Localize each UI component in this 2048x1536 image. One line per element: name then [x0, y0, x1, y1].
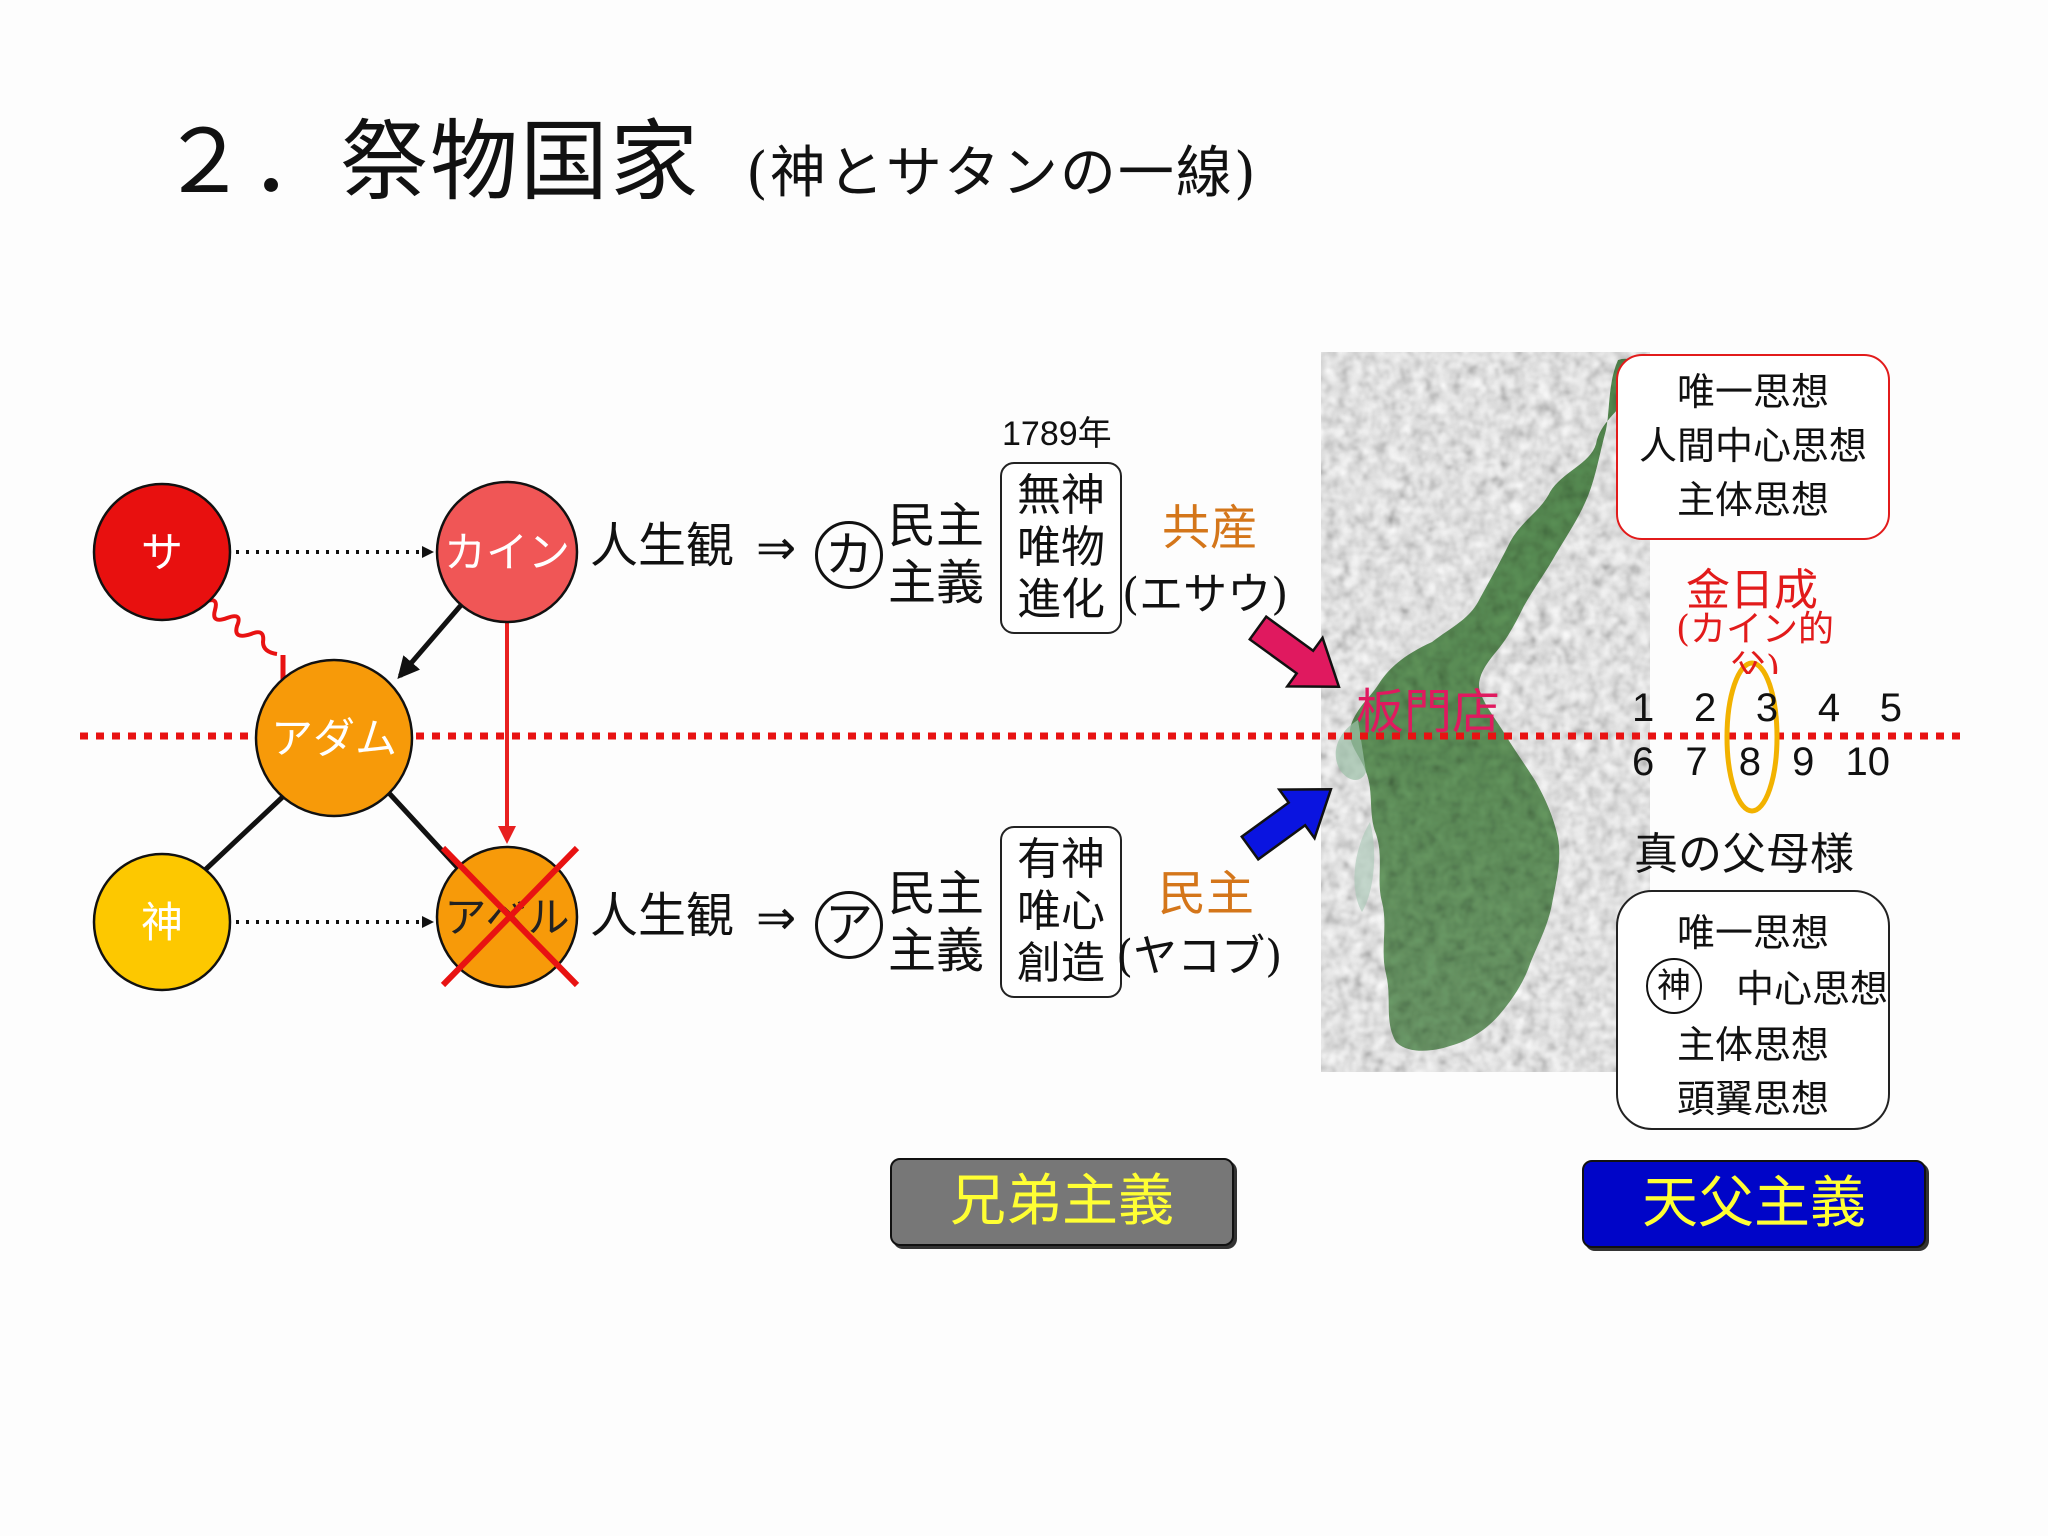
magenta-arrow: [1248, 614, 1341, 689]
true-parents-label: 真の父母様: [1634, 829, 1854, 880]
true-parents-ideology-box: 唯一思想 神 中心思想 主体思想 頭翼思想: [1616, 890, 1890, 1130]
esau-label: (エサウ): [1122, 569, 1289, 620]
bottom-box-line3: 創造: [1017, 937, 1105, 989]
bottom-life-view: 人生観: [590, 888, 735, 944]
top-democracy-line1: 民主: [888, 498, 985, 554]
bottom-box-idea-1: 唯一思想: [1676, 911, 1829, 955]
top-implies-arrow: ⇒: [756, 520, 797, 576]
bottom-democracy: 民主 主義: [888, 866, 984, 979]
bottom-box-idea-3: 主体思想: [1676, 1023, 1829, 1067]
bottom-box-line2: 唯心: [1017, 885, 1105, 937]
number-4: 4: [1817, 686, 1841, 730]
jacob-label: (ヤコブ): [1116, 931, 1283, 982]
top-life-view: 人生観: [590, 518, 735, 574]
bottom-box-line1: 有神: [1017, 834, 1105, 885]
bottom-box-idea-4: 頭翼思想: [1676, 1077, 1829, 1121]
bottom-democracy-line2: 主義: [888, 922, 985, 979]
kim-sub-line2: 父): [1729, 649, 1781, 674]
bottom-implies-arrow: ⇒: [756, 890, 797, 946]
node-satan-label: サ: [141, 528, 183, 577]
juche-top-box: 唯一思想 人間中心思想 主体思想: [1616, 354, 1890, 540]
top-democracy-line2: 主義: [888, 554, 985, 611]
kim-il-sung-label: 金日成: [1686, 565, 1818, 616]
number-highlight-ellipse: [1724, 660, 1780, 814]
bottom-box-idea-2: 中心思想: [1736, 967, 1889, 1011]
communism-label: 共産: [1161, 500, 1258, 556]
title-main: ２．祭物国家: [160, 110, 701, 213]
number-10: 10: [1845, 740, 1891, 784]
year-label: 1789年: [1002, 415, 1112, 453]
god-circle-mark: 神: [1646, 958, 1702, 1014]
bottom-ideology-box: 有神 唯心 創造: [1000, 826, 1122, 998]
top-circle-ka: カ: [815, 521, 883, 589]
title-sub: (神とサタンの一線): [746, 141, 1258, 206]
node-adam-label: アダム: [271, 714, 397, 763]
node-abel: アベル: [435, 845, 580, 989]
numbers-row-2: 6 7 8 9 10: [1632, 740, 1890, 785]
number-6: 6: [1632, 740, 1655, 784]
panmunjom-label: 板門店: [1356, 684, 1501, 740]
numbers-row-1: 1 2 3 4 5: [1632, 686, 1902, 731]
node-cain: カイン: [435, 480, 579, 624]
heavenly-father-button: 天父主義: [1582, 1160, 1926, 1248]
blue-arrow: [1240, 787, 1333, 862]
page-title: ２．祭物国家(神とサタンの一線): [160, 118, 1258, 206]
top-box-line3: 進化: [1017, 573, 1105, 625]
node-god-label: 神: [141, 898, 183, 947]
brotherhood-button: 兄弟主義: [890, 1158, 1234, 1246]
node-god: 神: [92, 852, 232, 992]
number-3: 3: [1755, 686, 1779, 730]
top-box-idea-2: 人間中心思想: [1638, 423, 1867, 468]
democracy-label: 民主: [1157, 866, 1254, 922]
top-box-line1: 無神: [1017, 470, 1105, 521]
kim-sub-line1: (カイン的: [1675, 609, 1835, 650]
satan-adam-wavy-arrow: [204, 598, 278, 656]
adam-god-line: [203, 788, 292, 872]
cain-adam-arrow: [397, 602, 464, 680]
number-5: 5: [1879, 686, 1902, 730]
kim-sub-label: (カイン的 父): [1640, 610, 1870, 674]
number-2: 2: [1693, 686, 1717, 730]
top-democracy: 民主 主義: [888, 498, 984, 611]
bottom-democracy-line1: 民主: [888, 866, 985, 922]
node-satan: サ: [92, 482, 232, 622]
number-7: 7: [1685, 740, 1708, 784]
top-ideology-box: 無神 唯物 進化: [1000, 462, 1122, 634]
bottom-circle-a: ア: [815, 891, 883, 959]
number-9: 9: [1792, 740, 1815, 784]
number-8: 8: [1738, 740, 1761, 784]
korea-map: [1335, 358, 1638, 1051]
node-cain-label: カイン: [444, 528, 570, 577]
number-1: 1: [1632, 686, 1655, 730]
node-adam: アダム: [254, 658, 414, 818]
abel-cross-line-2: [440, 845, 580, 988]
top-box-idea-1: 唯一思想: [1676, 370, 1829, 414]
top-box-idea-3: 主体思想: [1676, 477, 1829, 522]
top-box-line2: 唯物: [1017, 521, 1105, 573]
